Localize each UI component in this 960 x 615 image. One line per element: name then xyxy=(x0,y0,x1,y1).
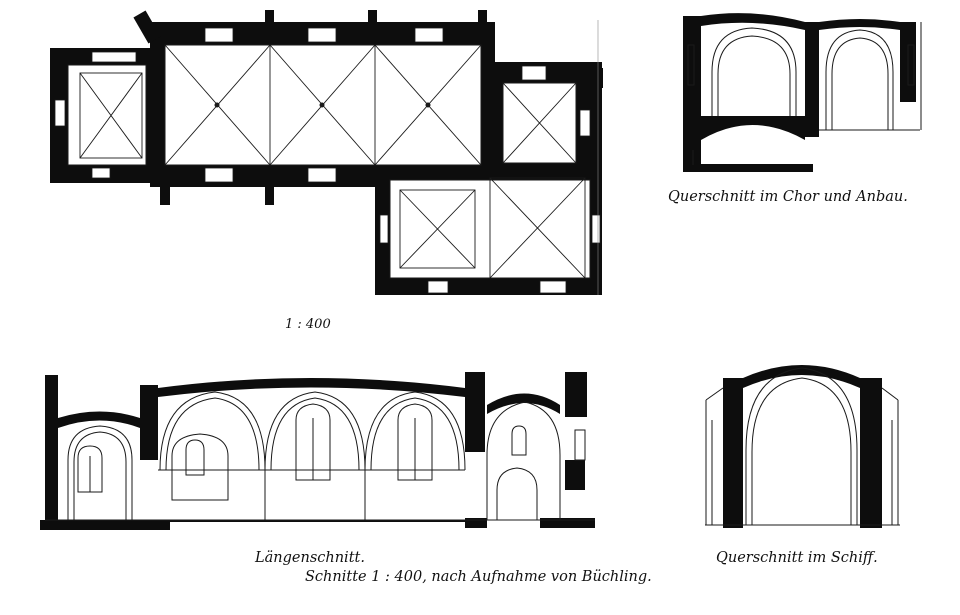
cross-section-choir xyxy=(683,13,922,172)
tracery-windows xyxy=(77,403,527,493)
cross-section-nave xyxy=(705,365,900,528)
caption-longitudinal-section: Längenschnitt. xyxy=(255,550,365,566)
caption-sections-note: Schnitte 1 : 400, nach Aufnahme von Büch… xyxy=(305,569,652,585)
caption-plan-scale: 1 : 400 xyxy=(285,317,331,332)
plan-bosses xyxy=(214,102,431,108)
caption-cross-section-nave: Querschnitt im Schiff. xyxy=(716,550,878,566)
floor-plan xyxy=(50,10,603,295)
plan-openings xyxy=(54,27,601,294)
caption-cross-section-choir: Querschnitt im Chor und Anbau. xyxy=(668,189,908,205)
longitudinal-section xyxy=(40,372,595,530)
